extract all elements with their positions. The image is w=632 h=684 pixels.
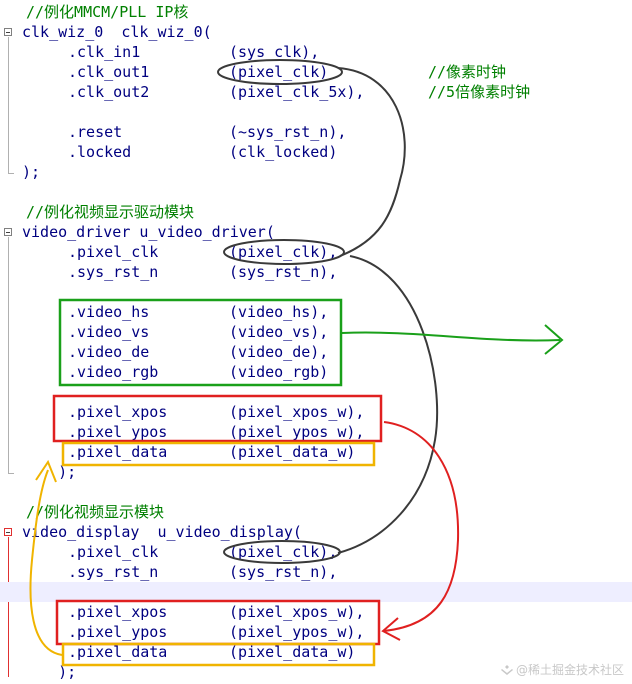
code-line-blank-6[interactable] xyxy=(0,582,632,602)
drv-pixel-data-port: .pixel_data xyxy=(68,443,168,461)
fold-end-clk-wiz xyxy=(8,173,14,174)
close-display-text: ); xyxy=(22,663,77,681)
arrow-video-out-head xyxy=(544,324,564,355)
dsp-pixel-data-port: .pixel_data xyxy=(68,643,168,661)
drv-pixel-xpos-port: .pixel_xpos xyxy=(68,403,168,421)
drv-pixel-ypos-signal: (pixel_ypos_w), xyxy=(229,423,365,441)
dsp-pixel-ypos-signal: (pixel_ypos_w), xyxy=(229,623,365,641)
port-clk-out2-comment: //5倍像素时钟 xyxy=(428,83,531,101)
drv-video-rgb-port: .video_rgb xyxy=(68,363,159,381)
drv-pixel-clk-signal: (pixel_clk), xyxy=(229,243,338,261)
arrow-video-out xyxy=(341,331,561,342)
drv-pixel-clk-port: .pixel_clk xyxy=(68,243,159,261)
port-clk-out1-signal: (pixel_clk) xyxy=(229,63,329,81)
drv-video-de-port: .video_de xyxy=(68,343,150,361)
comment-driver-text: //例化视频显示驱动模块 xyxy=(26,203,195,221)
watermark: @稀土掘金技术社区 xyxy=(500,661,624,678)
drv-video-de-signal: (video_de), xyxy=(229,343,329,361)
port-reset-port: .reset xyxy=(68,123,123,141)
drv-pixel-ypos-port: .pixel_ypos xyxy=(68,423,168,441)
port-clk-out2-signal: (pixel_clk_5x), xyxy=(229,83,365,101)
fold-gutter xyxy=(0,0,18,684)
dsp-pixel-clk-port: .pixel_clk xyxy=(68,543,159,561)
drv-pixel-xpos-signal: (pixel_xpos_w), xyxy=(229,403,365,421)
dsp-sys-rst-port: .sys_rst_n xyxy=(68,563,159,581)
video-display-decl-text: video_display u_video_display( xyxy=(22,523,302,541)
port-clk-in1-signal: (sys_clk), xyxy=(229,43,320,61)
close-driver-text: ); xyxy=(22,463,77,481)
port-locked-port: .locked xyxy=(68,143,132,161)
port-reset-signal: (~sys_rst_n), xyxy=(229,123,347,141)
drv-video-hs-signal: (video_hs), xyxy=(229,303,329,321)
drv-sys-rst-signal: (sys_rst_n), xyxy=(229,263,338,281)
dsp-pixel-clk-signal: (pixel_clk), xyxy=(229,543,338,561)
port-clk-out2-port: .clk_out2 xyxy=(68,83,150,101)
port-clk-out1-comment: //像素时钟 xyxy=(428,63,507,81)
arrow-xy-head xyxy=(381,617,401,641)
drv-video-rgb-signal: (video_rgb) xyxy=(229,363,329,381)
clk-wiz-decl-text: clk_wiz_0 clk_wiz_0( xyxy=(22,23,212,41)
fold-toggle-clk-wiz[interactable] xyxy=(4,28,12,36)
arrow-data xyxy=(29,469,63,656)
port-clk-in1-port: .clk_in1 xyxy=(68,43,141,61)
dsp-pixel-xpos-port: .pixel_xpos xyxy=(68,603,168,621)
fold-line-clk-wiz xyxy=(8,37,9,173)
drv-video-vs-port: .video_vs xyxy=(68,323,150,341)
drv-pixel-data-signal: (pixel_data_w) xyxy=(229,443,356,461)
video-driver-decl-text: video_driver u_video_driver( xyxy=(22,223,275,241)
drv-video-hs-port: .video_hs xyxy=(68,303,150,321)
close-clk-wiz-text: ); xyxy=(22,163,41,181)
dsp-pixel-data-signal: (pixel_data_w) xyxy=(229,643,356,661)
fold-toggle-video-driver[interactable] xyxy=(4,228,12,236)
juejin-logo-icon xyxy=(500,664,513,675)
comment-display-text: //例化视频显示模块 xyxy=(26,503,165,521)
dsp-pixel-xpos-signal: (pixel_xpos_w), xyxy=(229,603,365,621)
watermark-text: @稀土掘金技术社区 xyxy=(515,663,624,677)
port-locked-signal: (clk_locked) xyxy=(229,143,338,161)
drv-sys-rst-port: .sys_rst_n xyxy=(68,263,159,281)
port-clk-out1-port: .clk_out1 xyxy=(68,63,150,81)
fold-end-video-driver xyxy=(8,473,14,474)
dsp-pixel-ypos-port: .pixel_ypos xyxy=(68,623,168,641)
comment-mmcm-text: //例化MMCM/PLL IP核 xyxy=(26,3,189,21)
drv-video-vs-signal: (video_vs), xyxy=(229,323,329,341)
fold-line-video-driver xyxy=(8,237,9,473)
fold-toggle-video-display[interactable] xyxy=(4,528,12,536)
dsp-sys-rst-signal: (sys_rst_n), xyxy=(229,563,338,581)
fold-line-video-display xyxy=(8,537,9,677)
